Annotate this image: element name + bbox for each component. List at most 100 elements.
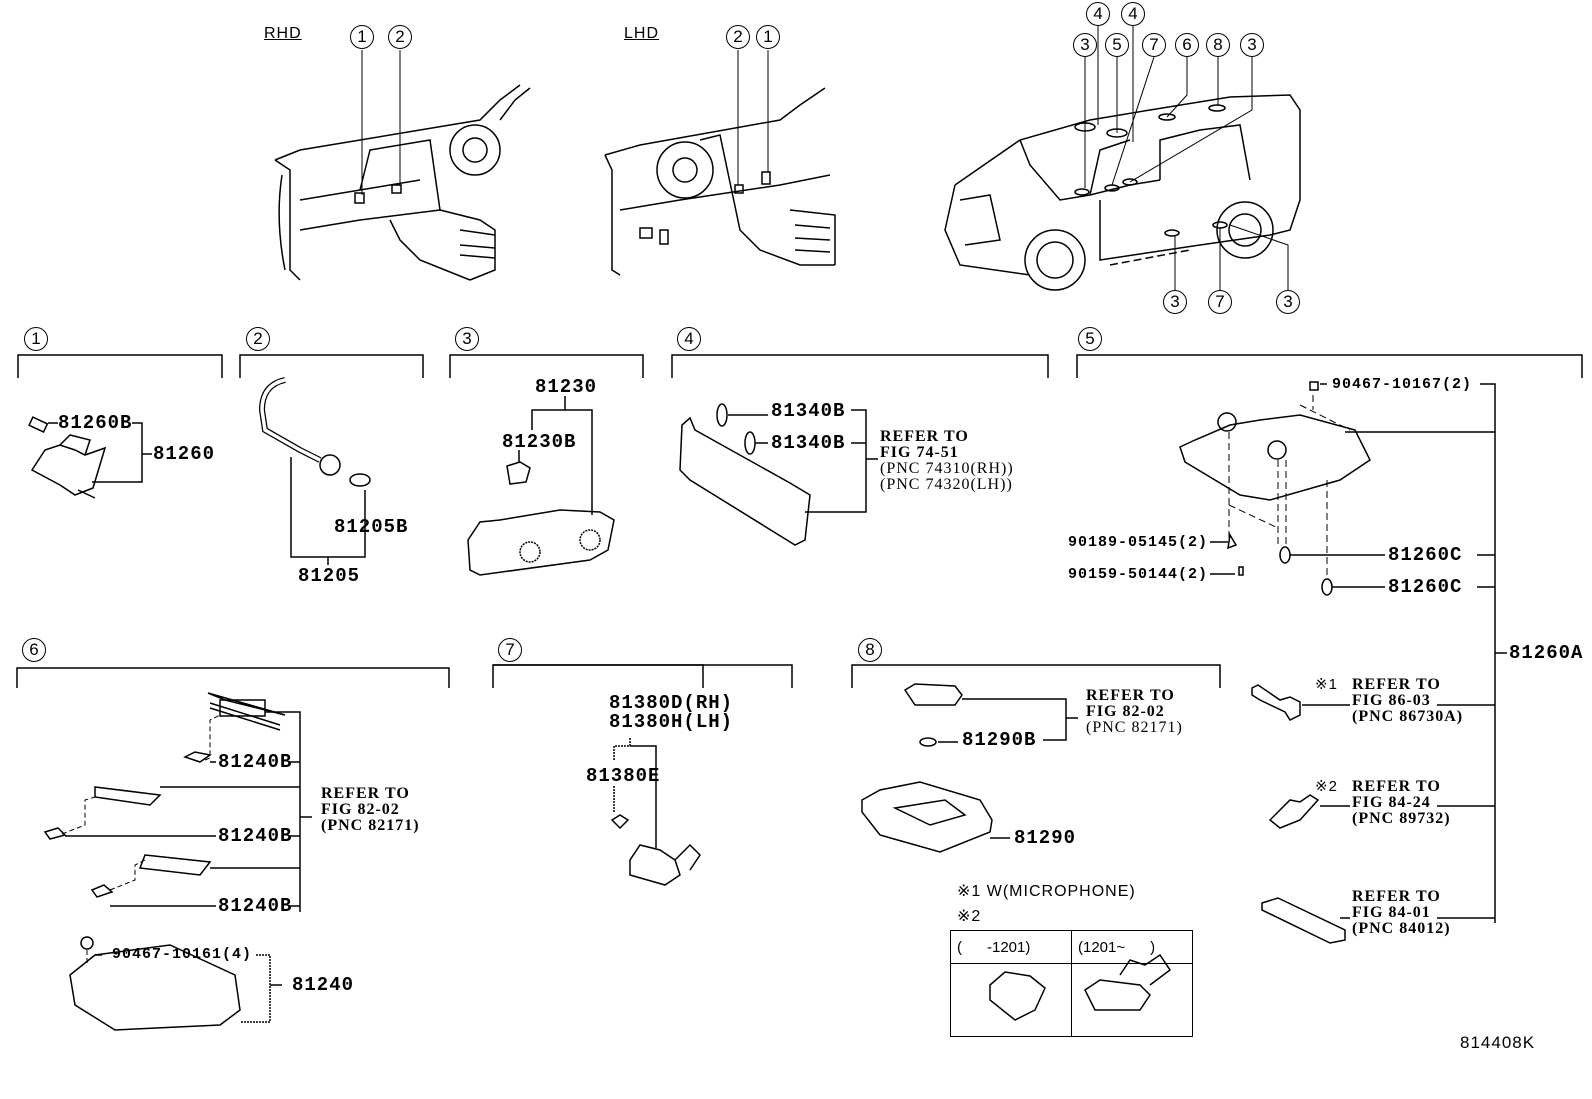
part-81240[interactable]: 81240 — [292, 974, 355, 996]
note-mark-2: ※2 — [1315, 778, 1338, 795]
callout-lhd-2[interactable]: 2 — [726, 25, 750, 49]
callout-rhd-2[interactable]: 2 — [388, 25, 412, 49]
callout-lhd-1[interactable]: 1 — [756, 25, 780, 49]
section-2-illustration — [258, 377, 371, 487]
part-81240B-1[interactable]: 81240B — [218, 751, 293, 773]
part-90467-10161[interactable]: 90467-10161(4) — [112, 946, 253, 963]
part-81240B-3[interactable]: 81240B — [218, 895, 293, 917]
ref-pnc: (PNC 84012) — [1352, 920, 1451, 937]
date-range-after-1201: (1201~ ) — [1071, 930, 1193, 964]
ref-pnc: (PNC 82171) — [1086, 719, 1183, 736]
part-81260C-1[interactable]: 81260C — [1388, 544, 1463, 566]
ref-fig-link[interactable]: FIG 86-03 — [1352, 692, 1431, 709]
section-5-accessories — [1251, 684, 1346, 944]
ref-pnc: (PNC 82171) — [321, 817, 420, 834]
section-7-leaders — [613, 738, 657, 848]
part-81340B-2[interactable]: 81340B — [771, 432, 846, 454]
note-mark-1: ※1 — [1315, 676, 1338, 693]
section-6-dashed-guides — [61, 714, 221, 965]
section-6-reference: REFER TO FIG 82-02 (PNC 82171) — [321, 786, 420, 834]
section-5-reference-3: REFER TO FIG 84-01 (PNC 84012) — [1352, 889, 1451, 937]
part-81230B[interactable]: 81230B — [502, 431, 577, 453]
ref-line: REFER TO — [880, 428, 969, 445]
ref-fig-link[interactable]: FIG 82-02 — [1086, 703, 1165, 720]
part-81205[interactable]: 81205 — [298, 565, 361, 587]
section-8-reference: REFER TO FIG 82-02 (PNC 82171) — [1086, 688, 1183, 736]
part-81240B-2[interactable]: 81240B — [218, 825, 293, 847]
section-5-dashed-guides — [1228, 395, 1351, 578]
section-1-number: 1 — [24, 327, 48, 351]
part-81380E[interactable]: 81380E — [586, 765, 661, 787]
part-90159-50144[interactable]: 90159-50144(2) — [1068, 566, 1209, 583]
section-5-leaders — [1210, 383, 1507, 923]
ref-pnc: (PNC 89732) — [1352, 810, 1451, 827]
callout-vehicle-3d[interactable]: 3 — [1276, 290, 1300, 314]
variant-image-early — [950, 963, 1072, 1037]
callout-vehicle-6[interactable]: 6 — [1175, 33, 1199, 57]
section-3-leaders — [518, 396, 593, 515]
rhd-dashboard-illustration — [274, 84, 531, 281]
section-1-illustration — [28, 416, 107, 499]
ref-line: REFER TO — [321, 785, 410, 802]
part-81380H-LH[interactable]: 81380H(LH) — [609, 711, 734, 733]
ref-line: REFER TO — [1086, 687, 1175, 704]
part-81205B[interactable]: 81205B — [334, 516, 409, 538]
ref-fig-link[interactable]: FIG 74-51 — [880, 444, 959, 461]
ref-pnc: (PNC 74320(LH)) — [880, 476, 1013, 493]
part-81260A[interactable]: 81260A — [1509, 642, 1584, 664]
part-81290[interactable]: 81290 — [1014, 827, 1077, 849]
callout-rhd-1[interactable]: 1 — [350, 25, 374, 49]
callout-vehicle-3a[interactable]: 3 — [1073, 33, 1097, 57]
section-2-number: 2 — [246, 327, 270, 351]
part-90189-05145[interactable]: 90189-05145(2) — [1068, 534, 1209, 551]
ref-line: REFER TO — [1352, 778, 1441, 795]
note-2: ※2 — [957, 908, 982, 925]
section-5-illustration — [1179, 381, 1371, 596]
section-6-leaders — [65, 711, 312, 1023]
ref-line: REFER TO — [1352, 676, 1441, 693]
section-5-reference-2: REFER TO FIG 84-24 (PNC 89732) — [1352, 779, 1451, 827]
note-1-microphone: ※1 W(MICROPHONE) — [957, 883, 1136, 900]
part-81380D-RH[interactable]: 81380D(RH) — [609, 692, 734, 714]
callout-vehicle-3c[interactable]: 3 — [1163, 290, 1187, 314]
illustration-code: 814408K — [1460, 1033, 1536, 1052]
section-4-illustration — [679, 403, 811, 546]
part-81260B[interactable]: 81260B — [58, 412, 133, 434]
section-2-leaders — [290, 457, 366, 565]
section-3-illustration — [467, 461, 615, 576]
part-81340B-1[interactable]: 81340B — [771, 400, 846, 422]
part-81290B[interactable]: 81290B — [962, 729, 1037, 751]
date-range-before-1201: ( -1201) — [950, 930, 1072, 964]
vehicle-leader-lines — [1084, 26, 1289, 290]
section-3-number: 3 — [455, 327, 479, 351]
callout-vehicle-4a[interactable]: 4 — [1086, 2, 1110, 26]
section-7-illustration — [610, 814, 701, 886]
ref-fig-link[interactable]: FIG 82-02 — [321, 801, 400, 818]
section-5-reference-1: REFER TO FIG 86-03 (PNC 86730A) — [1352, 677, 1463, 725]
callout-vehicle-8[interactable]: 8 — [1206, 33, 1230, 57]
section-6-number: 6 — [22, 638, 46, 662]
variant-image-late — [1071, 963, 1193, 1037]
callout-vehicle-7b[interactable]: 7 — [1208, 290, 1232, 314]
section-8-number: 8 — [858, 638, 882, 662]
rhd-label: RHD — [264, 25, 302, 42]
part-81260C-2[interactable]: 81260C — [1388, 576, 1463, 598]
lhd-label: LHD — [624, 25, 660, 42]
section-5-number: 5 — [1078, 327, 1102, 351]
ref-pnc: (PNC 74310(RH)) — [880, 460, 1014, 477]
callout-vehicle-5[interactable]: 5 — [1105, 33, 1129, 57]
ref-fig-link[interactable]: FIG 84-24 — [1352, 794, 1431, 811]
part-81260[interactable]: 81260 — [153, 443, 216, 465]
callout-vehicle-3b[interactable]: 3 — [1240, 33, 1264, 57]
section-8-illustration — [861, 683, 993, 853]
ref-fig-link[interactable]: FIG 84-01 — [1352, 904, 1431, 921]
callout-vehicle-4b[interactable]: 4 — [1121, 2, 1145, 26]
vehicle-illustration — [944, 94, 1301, 291]
ref-line: REFER TO — [1352, 888, 1441, 905]
part-81230[interactable]: 81230 — [535, 376, 598, 398]
production-date-table: ( -1201) (1201~ ) — [950, 930, 1193, 1037]
ref-pnc: (PNC 86730A) — [1352, 708, 1464, 725]
callout-vehicle-7a[interactable]: 7 — [1142, 33, 1166, 57]
part-90467-10167[interactable]: 90467-10167(2) — [1332, 376, 1473, 393]
